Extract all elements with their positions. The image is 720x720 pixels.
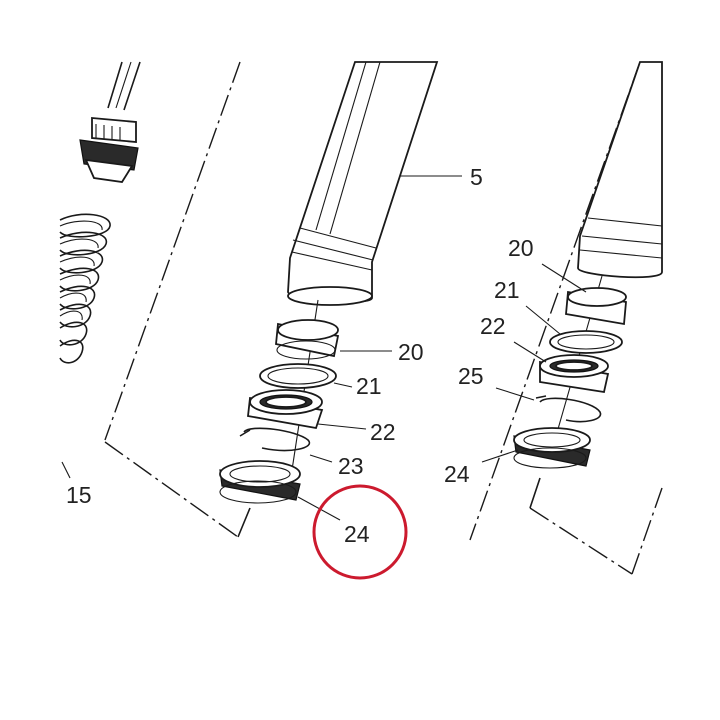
leader-oil-seal-center (317, 423, 367, 430)
label-clip-center: 23 (338, 453, 364, 479)
label-clip-right: 25 (458, 363, 484, 389)
washer-center (259, 363, 337, 389)
damper-cartridge-head (79, 117, 139, 183)
label-fork-tube: 5 (470, 164, 483, 190)
label-dust-seal-right: 24 (444, 461, 470, 487)
leader-bushing-right (541, 263, 587, 293)
label-washer-center: 21 (356, 373, 382, 399)
spring-leader (61, 461, 71, 479)
leader-oil-seal-right (513, 341, 547, 363)
bushing-right (565, 287, 627, 326)
bushing-center (275, 319, 340, 360)
leader-washer-right (525, 305, 561, 335)
oil-seal-right (539, 354, 610, 394)
label-washer-right: 21 (494, 277, 520, 303)
leader-clip-right (495, 387, 535, 401)
clip-center (239, 427, 311, 452)
label-spring: 15 (66, 482, 92, 508)
label-oil-seal-right: 22 (480, 313, 506, 339)
fork-spring (59, 213, 111, 364)
dust-seal-right (513, 427, 591, 469)
label-oil-seal-center: 22 (370, 419, 396, 445)
oil-seal-center (247, 389, 324, 430)
clip-right (535, 395, 602, 423)
dust-seal-center (219, 460, 301, 504)
washer-right (549, 330, 623, 354)
fork-tube-center (287, 61, 439, 306)
label-bushing-center: 20 (398, 339, 424, 365)
damper-rod (107, 61, 141, 111)
label-dust-seal-center: 24 (344, 521, 370, 547)
leader-dust-seal-right (481, 449, 519, 463)
leader-washer-center (333, 382, 353, 388)
fork-tube-right (577, 61, 663, 279)
assembly-outline-left (104, 61, 251, 538)
highlight-circle (312, 484, 408, 580)
leader-clip-center (309, 454, 333, 463)
label-bushing-right: 20 (508, 235, 534, 261)
